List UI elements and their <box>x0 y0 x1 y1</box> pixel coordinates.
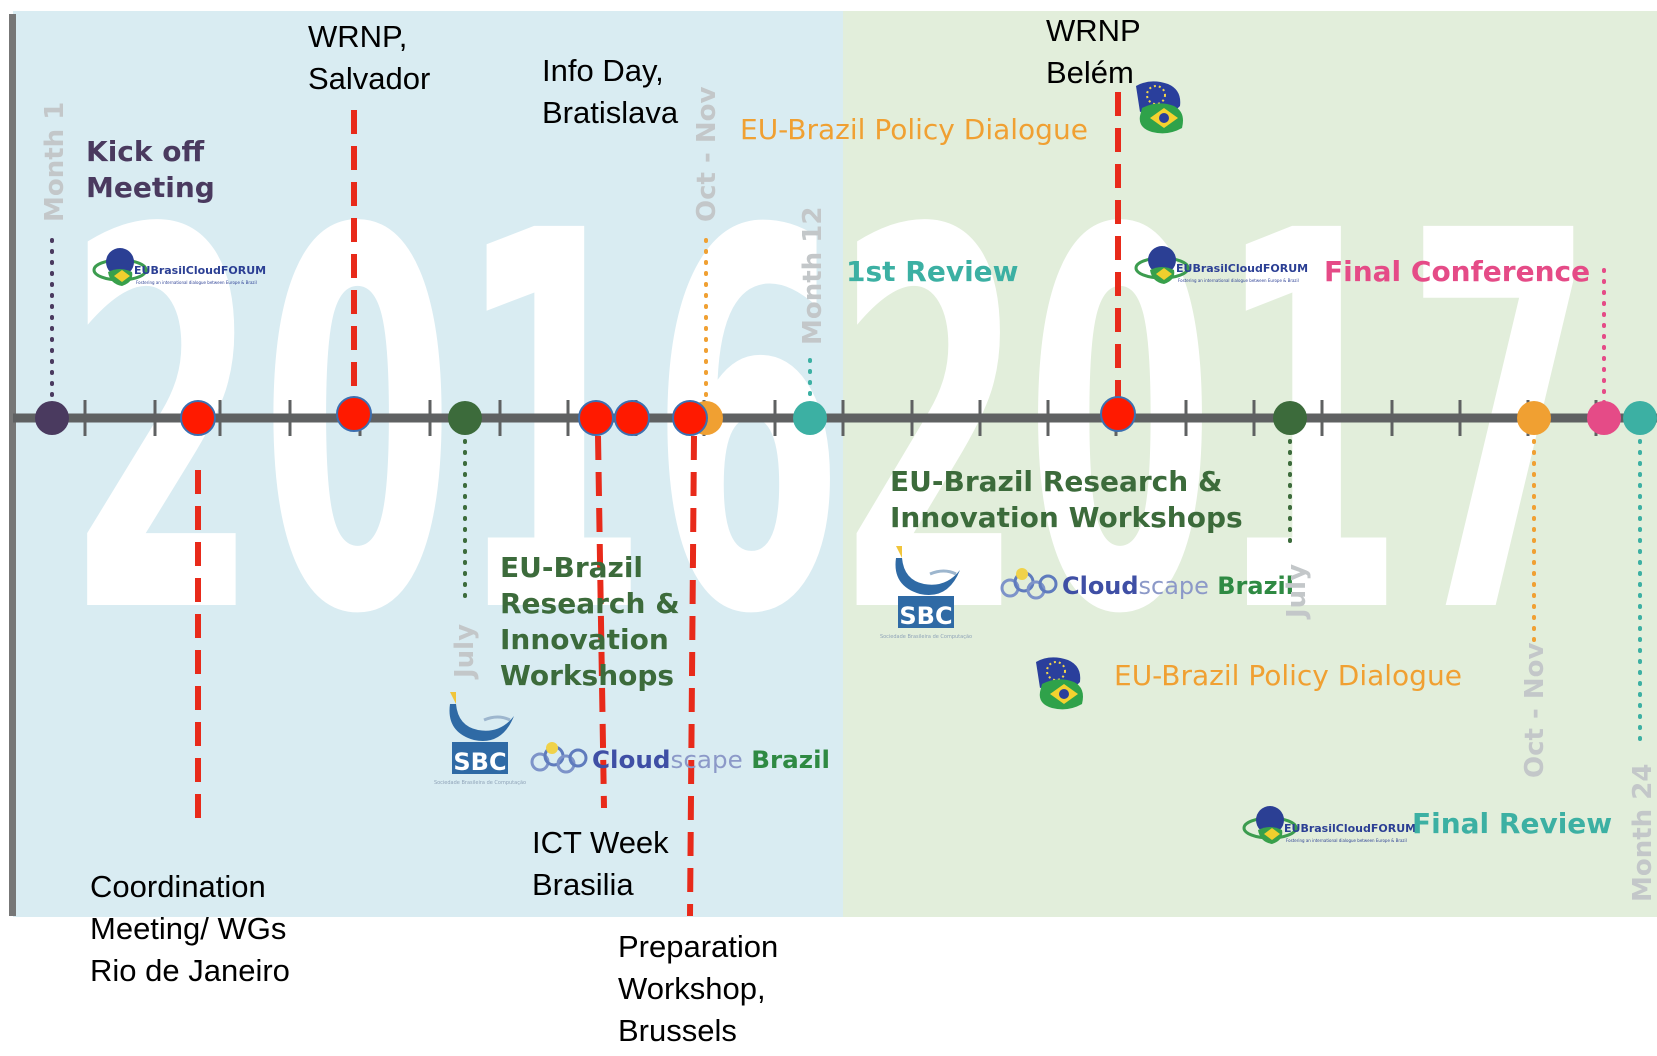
coordination-meeting-dot <box>180 400 216 436</box>
final-conference-label: Final Conference <box>1324 255 1591 288</box>
preparation-workshop-annotation: Preparation Workshop, Brussels <box>618 929 779 1048</box>
dash-line-preparation <box>687 435 697 917</box>
svg-text:Fostering an international dia: Fostering an international dialogue betw… <box>136 280 257 285</box>
july-2016-label: July <box>450 623 480 678</box>
oct-nov-2017-dot <box>1517 401 1551 435</box>
annotation-dash-lines <box>195 92 1121 917</box>
oct-nov-2016-label: Oct - Nov <box>692 86 722 222</box>
milestone-dots <box>35 396 1657 436</box>
month-24-label: Month 24 <box>1628 763 1657 902</box>
svg-text:Fostering an international dia: Fostering an international dialogue betw… <box>1178 278 1299 283</box>
final-conference-dot <box>1587 401 1621 435</box>
cloudscape-brazil-logo: Cloudscape Brazil <box>530 740 830 774</box>
svg-text:EUBrasilCloudFORUM: EUBrasilCloudFORUM <box>134 264 266 277</box>
month-12-dot <box>793 401 827 435</box>
dotted-connectors <box>50 238 1642 742</box>
dash-line-ict-week <box>595 435 607 809</box>
wrnp-salvador-annotation: WRNP, Salvador <box>308 19 431 96</box>
kickoff-meeting-label: Kick off Meeting <box>86 135 215 204</box>
ict-week-dot <box>614 400 650 436</box>
first-review-label: 1st Review <box>846 255 1019 288</box>
workshops-2016-label: EU-Brazil Research & Innovation Workshop… <box>500 551 680 692</box>
background-2017 <box>843 11 1657 917</box>
policy-dialogue-2016-label: EU-Brazil Policy Dialogue <box>740 113 1088 146</box>
eubrasil-cloud-forum-logo: EUBrasilCloudFORUM Fostering an internat… <box>1134 244 1308 286</box>
eubrasil-cloud-forum-logo: EUBrasilCloudFORUM Fostering an internat… <box>92 246 266 288</box>
left-frame-edge <box>9 14 16 916</box>
policy-dialogue-2017-label: EU-Brazil Policy Dialogue <box>1114 659 1462 692</box>
july-2016-dot <box>448 401 482 435</box>
month-12-label: Month 12 <box>798 206 828 345</box>
cloudscape-brazil-logo: Cloudscape Brazil <box>1000 566 1294 600</box>
info-day-bratislava-annotation: Info Day, Bratislava <box>542 53 679 130</box>
info-day-dot <box>578 400 614 436</box>
oct-nov-2017-label: Oct - Nov <box>1520 642 1550 778</box>
sbc-logo: SBC Sociedade Brasileira de Computação <box>880 544 972 640</box>
july-2017-label: July <box>1282 563 1312 618</box>
coordination-meeting-annotation: Coordination Meeting/ WGs Rio de Janeiro <box>90 869 290 988</box>
july-2017-dot <box>1273 401 1307 435</box>
svg-text:EUBrasilCloudFORUM: EUBrasilCloudFORUM <box>1284 822 1416 835</box>
year-2017-watermark: 2017 <box>835 122 1595 728</box>
wrnp-salvador-dot <box>336 396 372 432</box>
month-24-dot <box>1623 401 1657 435</box>
svg-text:EUBrasilCloudFORUM: EUBrasilCloudFORUM <box>1176 262 1308 275</box>
kickoff-dot <box>35 401 69 435</box>
svg-text:Fostering an international dia: Fostering an international dialogue betw… <box>1286 838 1407 843</box>
svg-text:SBC: SBC <box>899 602 952 630</box>
svg-text:Cloudscape Brazil: Cloudscape Brazil <box>1062 572 1294 600</box>
sbc-logo: SBC Sociedade Brasileira de Computação <box>434 690 526 786</box>
wrnp-belem-dot <box>1100 396 1136 432</box>
wrnp-belem-annotation: WRNP Belém <box>1046 13 1141 90</box>
svg-text:Sociedade Brasileira de Comput: Sociedade Brasileira de Computação <box>880 634 972 640</box>
ict-week-brasilia-annotation: ICT Week Brasilia <box>532 825 669 902</box>
svg-text:Cloudscape Brazil: Cloudscape Brazil <box>592 746 830 774</box>
preparation-workshop-dot <box>672 400 708 436</box>
workshops-2017-label: EU-Brazil Research & Innovation Workshop… <box>890 465 1243 534</box>
svg-text:SBC: SBC <box>453 748 506 776</box>
svg-text:Sociedade Brasileira de Comput: Sociedade Brasileira de Computação <box>434 780 526 786</box>
background-2016 <box>13 11 843 917</box>
month-1-label: Month 1 <box>40 101 70 222</box>
final-review-label: Final Review <box>1412 807 1613 840</box>
eubrasil-cloud-forum-logo: EUBrasilCloudFORUM Fostering an internat… <box>1242 804 1416 846</box>
